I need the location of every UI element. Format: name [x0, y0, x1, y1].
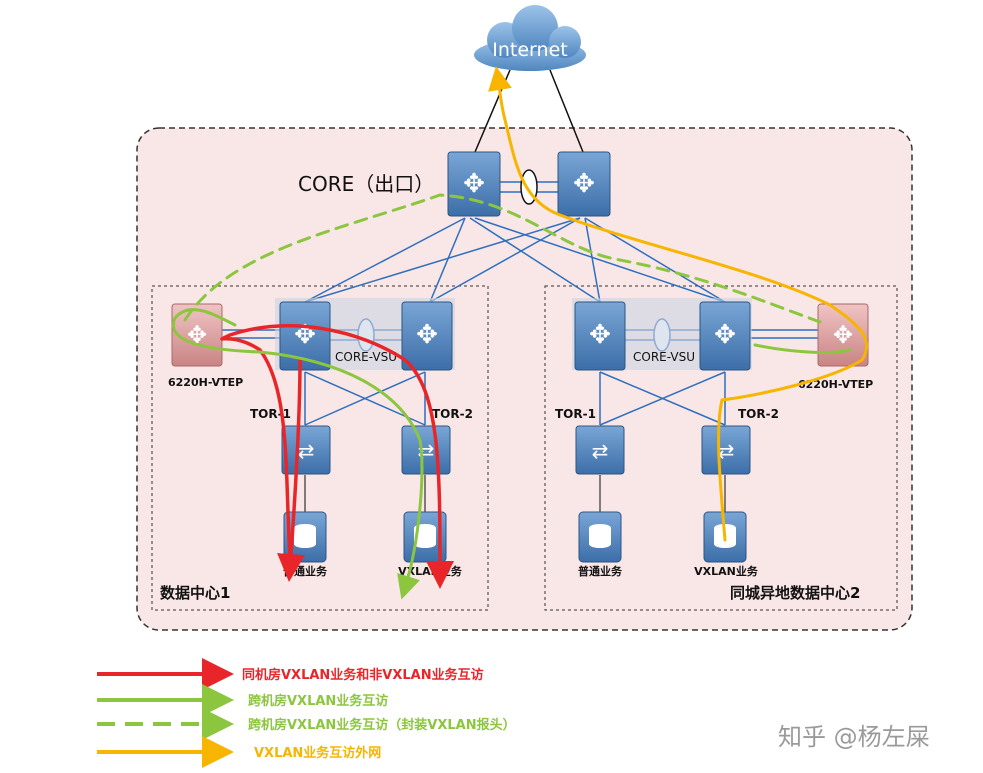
dc2-vsu-switch-1: ✥ — [574, 301, 626, 371]
svg-text:✥: ✥ — [463, 169, 485, 199]
dc1-tor1-switch: ⇄ — [281, 425, 331, 475]
watermark: 知乎 @杨左屎 — [778, 723, 930, 751]
dc2-tor2-switch: ⇄ — [701, 425, 751, 475]
legend: 同机房VXLAN业务和非VXLAN业务互访 跨机房VXLAN业务互访 跨机房VX… — [97, 658, 516, 768]
internet-cloud-icon — [474, 5, 586, 71]
dc2-tor1-label: TOR-1 — [555, 407, 596, 421]
dc2-tor1-switch: ⇄ — [575, 425, 625, 475]
core-label: CORE（出口） — [298, 172, 434, 196]
dc2-vsu-label: CORE-VSU — [633, 350, 695, 364]
legend-label-4: VXLAN业务互访外网 — [254, 745, 381, 761]
dc2-server2-label: VXLAN业务 — [694, 564, 759, 578]
legend-label-3: 跨机房VXLAN业务互访（封装VXLAN报头） — [248, 717, 516, 733]
traffic-paths — [171, 66, 869, 600]
dc1-vsu-switch-2: ✥ — [401, 301, 453, 371]
dc2-title: 同城异地数据中心2 — [730, 584, 860, 602]
dc1-tor1-label: TOR-1 — [250, 407, 291, 421]
dc2-vsu-switch-2: ✥ — [699, 301, 751, 371]
svg-text:✥: ✥ — [833, 321, 853, 349]
svg-text:⇄: ⇄ — [298, 439, 315, 463]
svg-text:✥: ✥ — [714, 320, 736, 350]
legend-label-1: 同机房VXLAN业务和非VXLAN业务互访 — [242, 667, 484, 683]
internet-label: Internet — [492, 39, 567, 61]
dc2-vtep-label: 6220H-VTEP — [798, 378, 873, 391]
dc2-tor2-label: TOR-2 — [738, 407, 779, 421]
dc1-zone — [151, 285, 489, 611]
core-switch-1: ✥ — [447, 151, 501, 217]
svg-text:✥: ✥ — [589, 320, 611, 350]
legend-label-2: 跨机房VXLAN业务互访 — [248, 693, 388, 709]
dc1-tor2-label: TOR-2 — [432, 407, 473, 421]
svg-text:✥: ✥ — [416, 320, 438, 350]
core-switch-2: ✥ — [557, 151, 611, 217]
dc1-title: 数据中心1 — [160, 584, 230, 602]
dc1-tor2-switch: ⇄ — [401, 425, 451, 475]
svg-text:⇄: ⇄ — [592, 439, 609, 463]
campus-zone — [136, 127, 913, 631]
svg-text:✥: ✥ — [573, 169, 595, 199]
dc1-vtep-label: 6220H-VTEP — [168, 376, 243, 389]
dc1-vsu-label: CORE-VSU — [335, 350, 397, 364]
dc2-server1-label: 普通业务 — [578, 564, 623, 578]
dc2-server1-icon — [578, 511, 622, 563]
dc2-vtep-switch: ✥ — [817, 303, 869, 367]
svg-text:⇄: ⇄ — [718, 439, 735, 463]
